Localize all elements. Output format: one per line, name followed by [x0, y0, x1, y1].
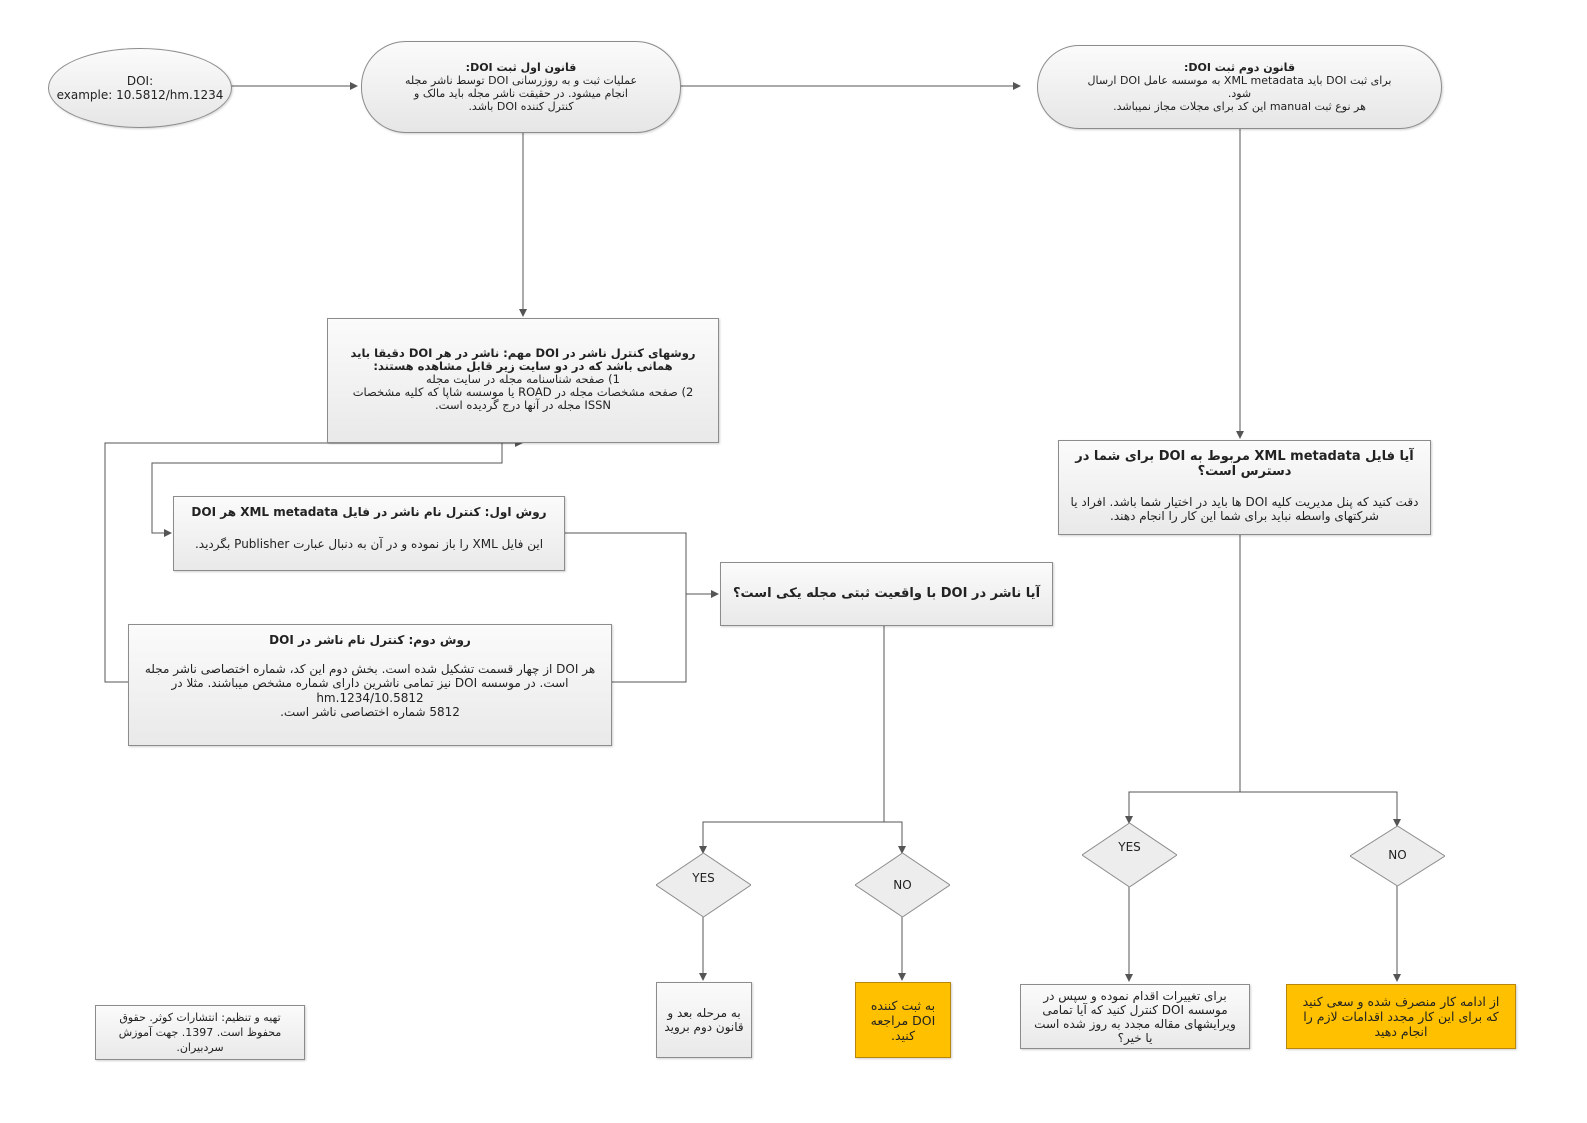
rule2-line2: هر نوع ثبت manual این کد برای مجلات مجاز…: [1113, 100, 1366, 113]
diamond-shape: [855, 853, 950, 917]
rule2-line1: برای ثبت DOI باید XML metadata به موسسه …: [1087, 74, 1392, 100]
method1-body: این فایل XML را باز نموده و در آن به دنب…: [194, 537, 544, 551]
credit-box: تهیه و تنظیم: انتشارات کوثر. حقوق محفوظ …: [95, 1005, 305, 1060]
question2-box: آیا فایل XML metadata مربوط به DOI برای …: [1058, 440, 1431, 535]
decision-yes-1-label: YES: [692, 871, 715, 885]
method2-body: هر DOI از چهار قسمت تشکیل شده است. بخش د…: [144, 661, 596, 691]
control-methods-title: روشهای کنترل ناشر در DOI مهم: ناشر در هر…: [350, 346, 696, 373]
start-line2: example: 10.5812/hm.1234: [56, 88, 224, 102]
connector-question1-to-branches: [699, 626, 885, 854]
outcome-next-rule: به مرحله بعد و قانون دوم بروید: [656, 982, 752, 1058]
method1-title: روش اول: کنترل نام ناشر در فایل XML meta…: [191, 505, 547, 519]
connector-question2-to-no: [1240, 791, 1401, 827]
rule1-body: عملیات ثبت و به روزرسانی DOI توسط ناشر م…: [404, 74, 638, 113]
decision-yes-1: YES: [656, 853, 751, 917]
method2-footer: 5812 شماره اختصاصی ناشر است.: [280, 705, 460, 719]
start-line1: DOI:: [126, 74, 154, 88]
diamond-shape: [1082, 823, 1177, 887]
method1-box: روش اول: کنترل نام ناشر در فایل XML meta…: [173, 496, 565, 571]
connector-methods-to-method1: [151, 443, 503, 537]
rule1-title: قانون اول ثبت DOI:: [465, 61, 577, 74]
rule2-box: قانون دوم ثبت DOI: برای ثبت DOI باید XML…: [1037, 45, 1442, 129]
decision-no-2-label: NO: [1388, 848, 1407, 862]
question1-box: آیا ناشر در DOI با واقعیت ثبتی مجله یکی …: [720, 562, 1053, 626]
diamond-shape: [1350, 826, 1445, 886]
control-methods-box: روشهای کنترل ناشر در DOI مهم: ناشر در هر…: [327, 318, 719, 443]
decision-no-2: NO: [1350, 826, 1445, 886]
question2-title: آیا فایل XML metadata مربوط به DOI برای …: [1075, 449, 1414, 479]
decision-yes-2: YES: [1082, 823, 1177, 887]
connector-method2-to-question1: [609, 590, 719, 683]
method2-box: روش دوم: کنترل نام ناشر در DOI هر DOI از…: [128, 624, 612, 746]
control-methods-item1: 1) صفحه شناسنامه مجله در سایت مجله: [426, 372, 620, 386]
rule2-title: قانون دوم ثبت DOI:: [1183, 61, 1296, 74]
decision-no-1: NO: [855, 853, 950, 917]
rule1-box: قانون اول ثبت DOI: عملیات ثبت و به روزرس…: [361, 41, 681, 133]
outcome-stop-text: از ادامه کار منصرف شده و سعی کنید که برا…: [1302, 994, 1500, 1039]
outcome-update-text: برای تغییرات اقدام نموده و سپس در موسسه …: [1034, 989, 1236, 1045]
start-doi-example: DOI: example: 10.5812/hm.1234: [48, 48, 232, 128]
outcome-stop: از ادامه کار منصرف شده و سعی کنید که برا…: [1286, 984, 1516, 1049]
connector-question1-to-no: [884, 821, 906, 854]
control-methods-item2: 2) صفحه مشخصات مجله در ROAD یا موسسه شاپ…: [352, 385, 694, 412]
method2-title: روش دوم: کنترل نام ناشر در DOI: [269, 633, 471, 647]
connector-method2-loop: [104, 439, 523, 683]
outcome-contact-registrar: به ثبت کننده DOI مراجعه کنید.: [855, 982, 951, 1058]
method2-example: hm.1234/10.5812: [316, 690, 424, 705]
decision-yes-2-label: YES: [1118, 840, 1141, 854]
decision-no-1-label: NO: [893, 878, 912, 892]
connector-method1-to-question1: [560, 532, 687, 594]
outcome-contact-registrar-text: به ثبت کننده DOI مراجعه کنید.: [870, 997, 936, 1043]
question1-text: آیا ناشر در DOI با واقعیت ثبتی مجله یکی …: [732, 586, 1041, 601]
outcome-update: برای تغییرات اقدام نموده و سپس در موسسه …: [1020, 984, 1250, 1049]
credit-text: تهیه و تنظیم: انتشارات کوثر. حقوق محفوظ …: [118, 1011, 282, 1054]
outcome-next-rule-text: به مرحله بعد و قانون دوم بروید: [664, 1006, 744, 1034]
connector-question2-to-branches: [1125, 535, 1241, 824]
diamond-shape: [656, 853, 751, 917]
question2-body: دقت کنید که پنل مدیریت کلیه DOI ها باید …: [1070, 495, 1419, 523]
